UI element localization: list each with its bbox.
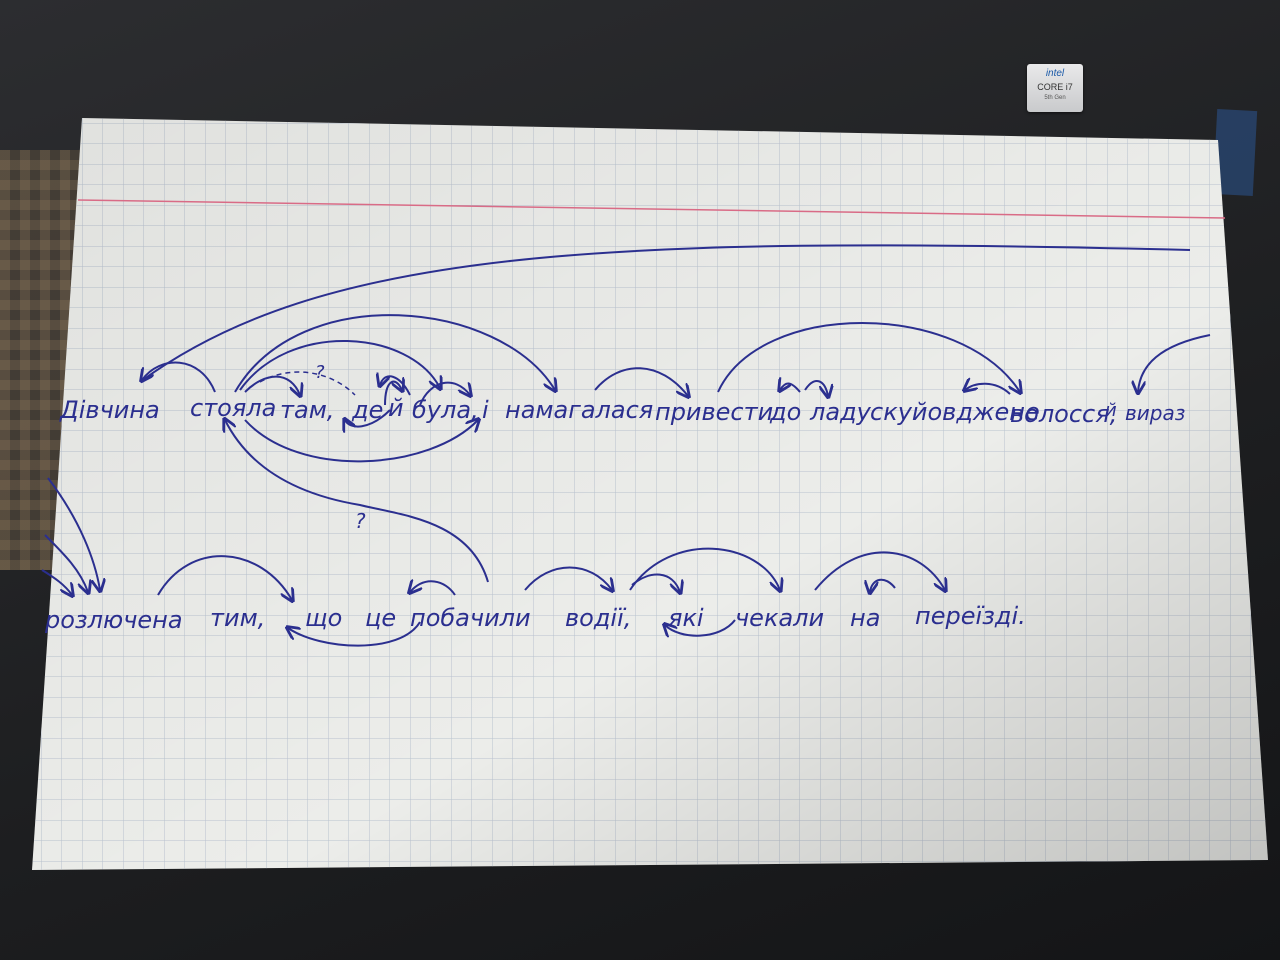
dependency-arrow-icon [1138,334,1211,392]
intel-sticker: intel CORE i7 5th Gen [1027,64,1083,112]
question-mark-2: ? [355,509,366,533]
dependency-arrow-icon [814,551,945,590]
dependency-arrow-icon [44,534,88,592]
word: ладу [809,398,872,426]
word: й [1105,400,1117,421]
word: водії, [565,604,631,632]
dependency-arrow-icon [239,339,440,390]
dependency-arrow-icon [225,420,489,583]
word: там, [280,396,334,424]
word: і [482,396,489,424]
dependency-arrow-icon [870,578,896,592]
dependency-arrow-icon [244,375,300,395]
long-dependency-line [139,244,1191,383]
dependency-arrows-line2 [41,477,945,647]
intel-gen-label: 5th Gen [1044,95,1066,101]
margin-line [77,199,1226,219]
intel-core-label: CORE i7 [1037,82,1073,92]
question-mark-1: ? [315,362,325,383]
dependency-arrow-icon [384,382,402,406]
dependency-arrow-icon [594,367,688,396]
word: де [351,396,383,424]
word: була, [412,396,479,424]
word: розлючена [44,606,183,634]
dashed-question-arrow [259,371,356,396]
dependency-arrow-icon [780,384,801,393]
word: скуйовджене [870,398,1040,426]
dependency-arrow-icon [157,555,292,600]
word: це [365,604,396,632]
word: на [850,604,880,632]
dependency-arrow-icon [47,477,100,590]
word: Дівчина [59,396,160,424]
word: до [769,398,801,426]
dependency-arrows-line1 [142,314,1211,583]
dependency-arrow-icon [419,381,470,406]
dependency-arrow-icon [804,380,828,396]
word: привести [655,398,773,426]
word: намагалася [505,396,653,424]
word: й [388,394,404,422]
word: що [305,604,342,632]
word: волосся, [1010,400,1117,428]
dependency-arrow-icon [244,420,478,463]
dependency-arrow-icon [41,569,72,595]
word: які [668,604,704,632]
intel-logo: intel [1045,68,1065,79]
dependency-arrow-icon [717,322,1020,392]
dependency-arrow-icon [665,619,736,636]
word: стояла [190,394,276,422]
dependency-arrow-icon [965,384,1011,395]
word: тим, [210,604,265,632]
paper-shading [32,118,1268,870]
dependency-arrow-icon [234,314,555,392]
dependency-arrow-icon [345,409,391,427]
dependency-arrow-icon [142,361,216,393]
dependency-arrow-icon [629,547,780,590]
dependency-arrow-icon [410,581,456,595]
dependency-arrow-icon [524,566,612,591]
sentence-line-1: Дівчина стояла там, де й була, і намагал… [59,394,1185,428]
word: вираз [1125,401,1185,425]
word: чекали [735,604,824,632]
word: побачили [410,604,531,632]
dependency-arrow-icon [380,376,411,396]
sentence-line-2: розлючена тим, що це побачили водії, які… [44,602,1026,634]
dependency-arrow-icon [288,621,421,647]
dependency-arrow-icon [631,573,680,592]
word: переїзді. [915,602,1026,630]
